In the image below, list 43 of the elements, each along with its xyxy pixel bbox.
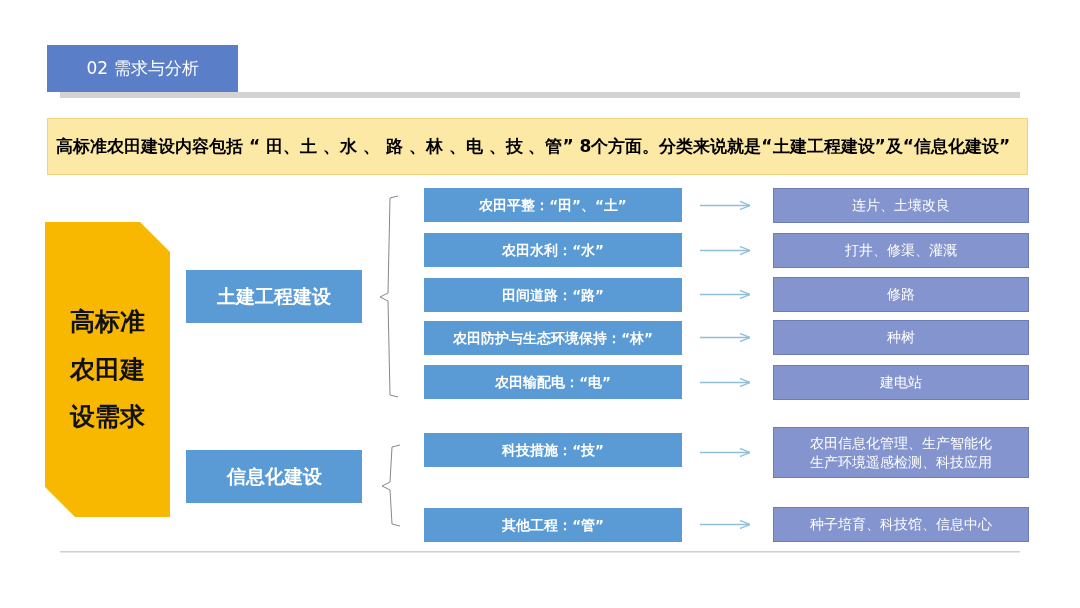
item-box — [424, 321, 682, 355]
summary-text: 高标准农田建设内容包括 “ 田、土 、水 、 路 、林 、电 、技 、管” 8个方面。分类来说就是“土建工程建设”及“信息化建设” — [56, 135, 1011, 158]
arrow — [699, 332, 751, 343]
summary-banner — [47, 118, 1028, 175]
category-box — [186, 450, 362, 503]
item-box — [424, 188, 682, 222]
arrow — [699, 289, 751, 300]
result-box — [773, 365, 1029, 400]
item-box — [424, 433, 682, 467]
result-label: 种树 — [887, 328, 915, 347]
result-label: 建电站 — [880, 373, 922, 392]
result-label: 种子培育、科技馆、信息中心 — [810, 515, 992, 534]
section-title: 02 需求与分析 — [47, 45, 238, 92]
item-label: 农田水利：“水” — [502, 240, 604, 260]
item-label: 农田防护与生态环境保持：“林” — [453, 328, 653, 348]
item-label: 农田输配电：“电” — [495, 372, 611, 392]
arrow — [699, 245, 751, 256]
arrow — [699, 200, 751, 211]
item-label: 田间道路：“路” — [502, 285, 604, 305]
result-box — [773, 320, 1029, 355]
item-label: 农田平整：“田”、“土” — [479, 195, 627, 215]
category-label: 信息化建设 — [226, 463, 322, 489]
result-box — [773, 507, 1029, 542]
item-box — [424, 278, 682, 312]
result-box — [773, 427, 1029, 478]
result-label: 连片、土壤改良 — [852, 196, 950, 215]
arrow — [699, 447, 751, 458]
item-box — [424, 233, 682, 267]
item-label: 其他工程：“管” — [502, 515, 604, 535]
arrow — [699, 377, 751, 388]
result-box — [773, 277, 1029, 312]
arrow — [699, 519, 751, 530]
item-box — [424, 365, 682, 399]
result-box — [773, 233, 1029, 268]
result-label: 修路 — [887, 285, 915, 304]
result-box — [773, 188, 1029, 223]
item-label: 科技措施：“技” — [502, 440, 604, 460]
category-label: 土建工程建设 — [217, 283, 331, 309]
category-box — [186, 270, 362, 323]
topic-label: 高标准农田建设需求 — [68, 306, 146, 434]
result-label: 打井、修渠、灌溉 — [845, 241, 957, 260]
result-label: 农田信息化管理、生产智能化生产环境遥感检测、科技应用 — [809, 433, 993, 472]
item-box — [424, 508, 682, 542]
